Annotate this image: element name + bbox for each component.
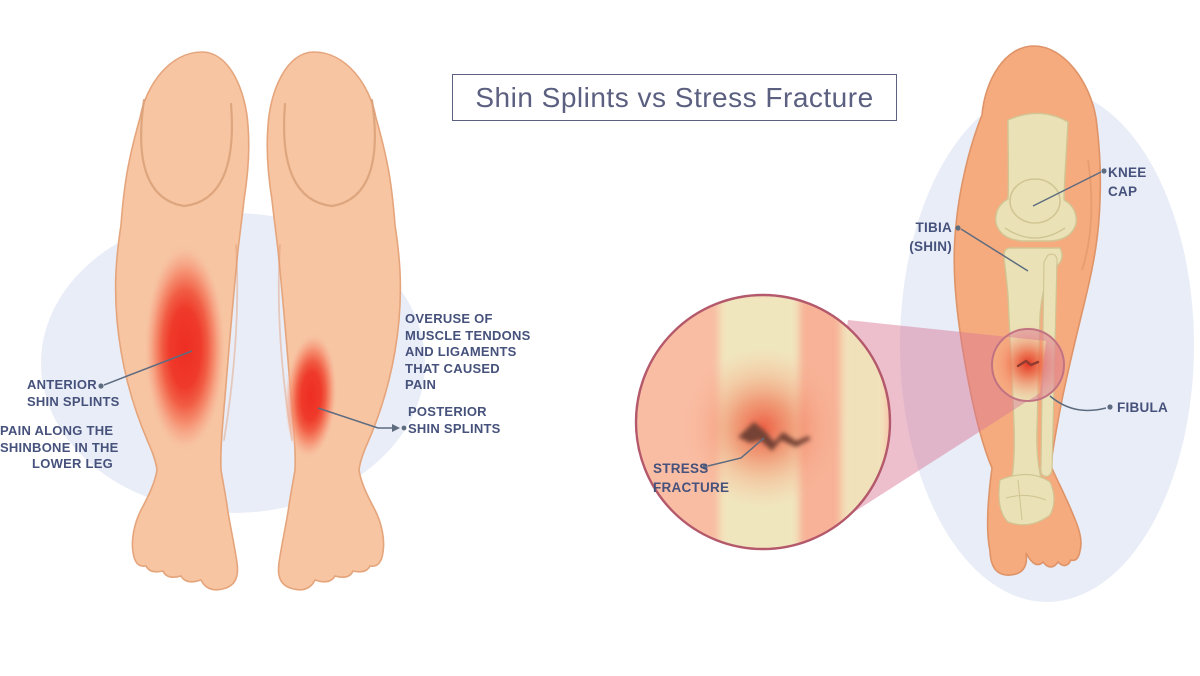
posterior-shin-splints-label: POSTERIOR SHIN SPLINTS (408, 404, 501, 436)
knee-cap-label: KNEE CAP (1108, 165, 1147, 199)
pain-note-label: PAIN ALONG THE SHINBONE IN THE LOWER LEG (0, 423, 119, 471)
stress-fracture-leader-line (707, 437, 765, 467)
ankle-bones (998, 473, 1055, 526)
page-title: Shin Splints vs Stress Fracture (475, 81, 874, 113)
tibia-label: TIBIA (SHIN) (909, 220, 952, 254)
stress-fracture-label: STRESS FRACTURE (653, 461, 730, 495)
knee-cap-bone (1009, 178, 1061, 224)
anterior-leader-line (103, 350, 193, 386)
front-right-leg (266, 50, 402, 591)
posterior-leader-line (317, 407, 392, 429)
fibula-leader-line (1049, 395, 1107, 412)
magnified-inflammation-glow (683, 348, 843, 508)
fracture-zoom-source-circle (991, 328, 1065, 402)
magnifier-circle (634, 293, 892, 551)
overuse-note-label: OVERUSE OF MUSCLE TENDONS AND LIGAMENTS … (405, 311, 531, 392)
title-box: Shin Splints vs Stress Fracture (452, 74, 897, 121)
knee-cap-leader-line (1032, 171, 1102, 207)
posterior-splint-area (284, 333, 338, 459)
leader-lines (103, 171, 1107, 467)
right-leg-illustration (953, 45, 1102, 576)
leader-dots (98, 168, 1113, 470)
fracture-mark-on-leg (1016, 359, 1040, 368)
anterior-shin-splints-label: ANTERIOR SHIN SPLINTS (27, 377, 120, 409)
fracture-crack (738, 422, 811, 451)
tibia-leader-line (960, 228, 1029, 272)
anterior-splint-area (144, 244, 226, 452)
fibula-label: FIBULA (1117, 400, 1168, 415)
